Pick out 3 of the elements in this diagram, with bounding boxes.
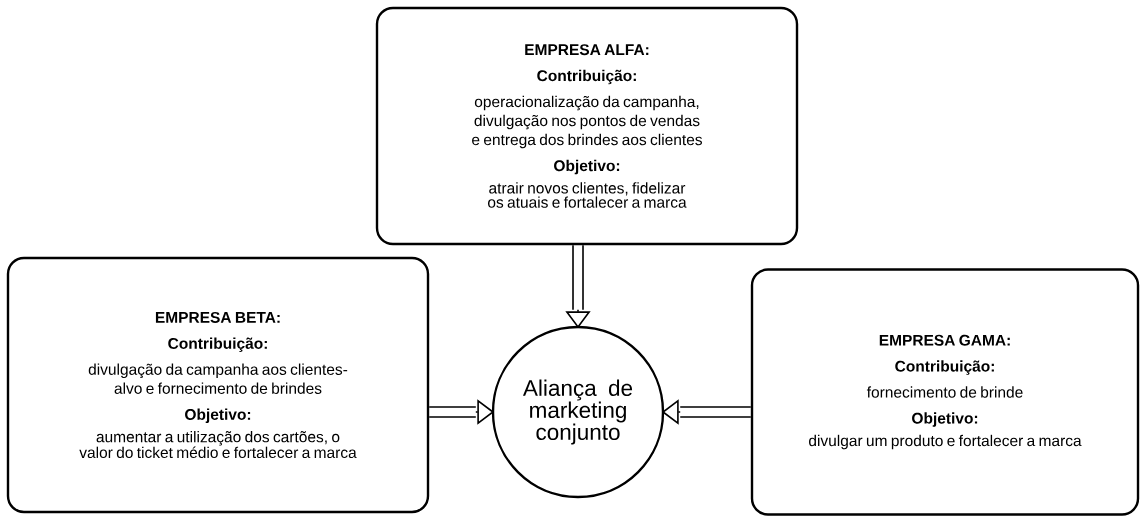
- text-box: EMPRESA ALFA: Contribuição: operacionalização da campanha, divulgação nos pontos de vendas e entrega dos brindes aos clientes Objetivo: atrair novos clientes, fidelizar os atuais e fortalecer a marca: [375, 6, 799, 246]
- text-box: EMPRESA GAMA: Contribuição: fornecimento de brinde Objetivo: divulgar um produto e fortalecer a marca: [750, 268, 1140, 516]
- text-box: EMPRESA BETA: Contribuição: divulgação da campanha aos clientes-alvo e fornecimento de brindes Objetivo: aumentar a utilização dos cartões, o valor do ticket médio e fortalecer a marca: [6, 256, 430, 514]
